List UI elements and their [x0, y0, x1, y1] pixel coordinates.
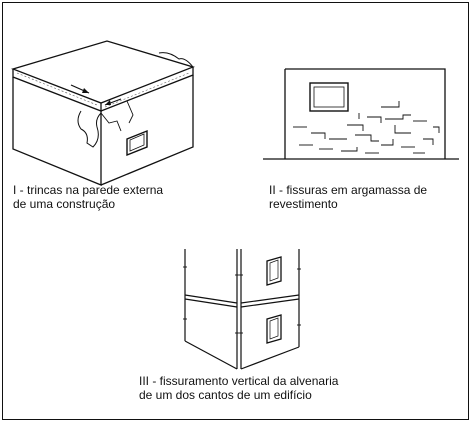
panel-iii-illustration [171, 247, 331, 371]
panel-i-illustration [9, 23, 199, 198]
panel-i-caption-line2: de uma construção [13, 197, 116, 211]
panel-i-caption-line1: I - trincas na parede externa [13, 183, 164, 197]
panel-ii-caption: II - fissuras em argamassa de revestimen… [269, 183, 427, 211]
building-corner-drawing [183, 249, 301, 370]
panel-iii-caption-line2: de um dos cantos de um edifício [139, 388, 312, 402]
panel-iii-caption: III - fissuramento vertical da alvenaria… [139, 374, 338, 402]
panel-ii-illustration [263, 67, 459, 167]
figure-frame: I - trincas na parede externa de uma con… [2, 2, 469, 420]
panel-ii-caption-line1: II - fissuras em argamassa de [269, 183, 428, 197]
wall-render-drawing [263, 68, 459, 160]
panel-ii-caption-line2: revestimento [269, 197, 338, 211]
panel-i-caption: I - trincas na parede externa de uma con… [13, 183, 163, 211]
house-block-drawing [10, 40, 195, 186]
panel-iii-caption-line1: III - fissuramento vertical da alvenaria [139, 374, 339, 388]
